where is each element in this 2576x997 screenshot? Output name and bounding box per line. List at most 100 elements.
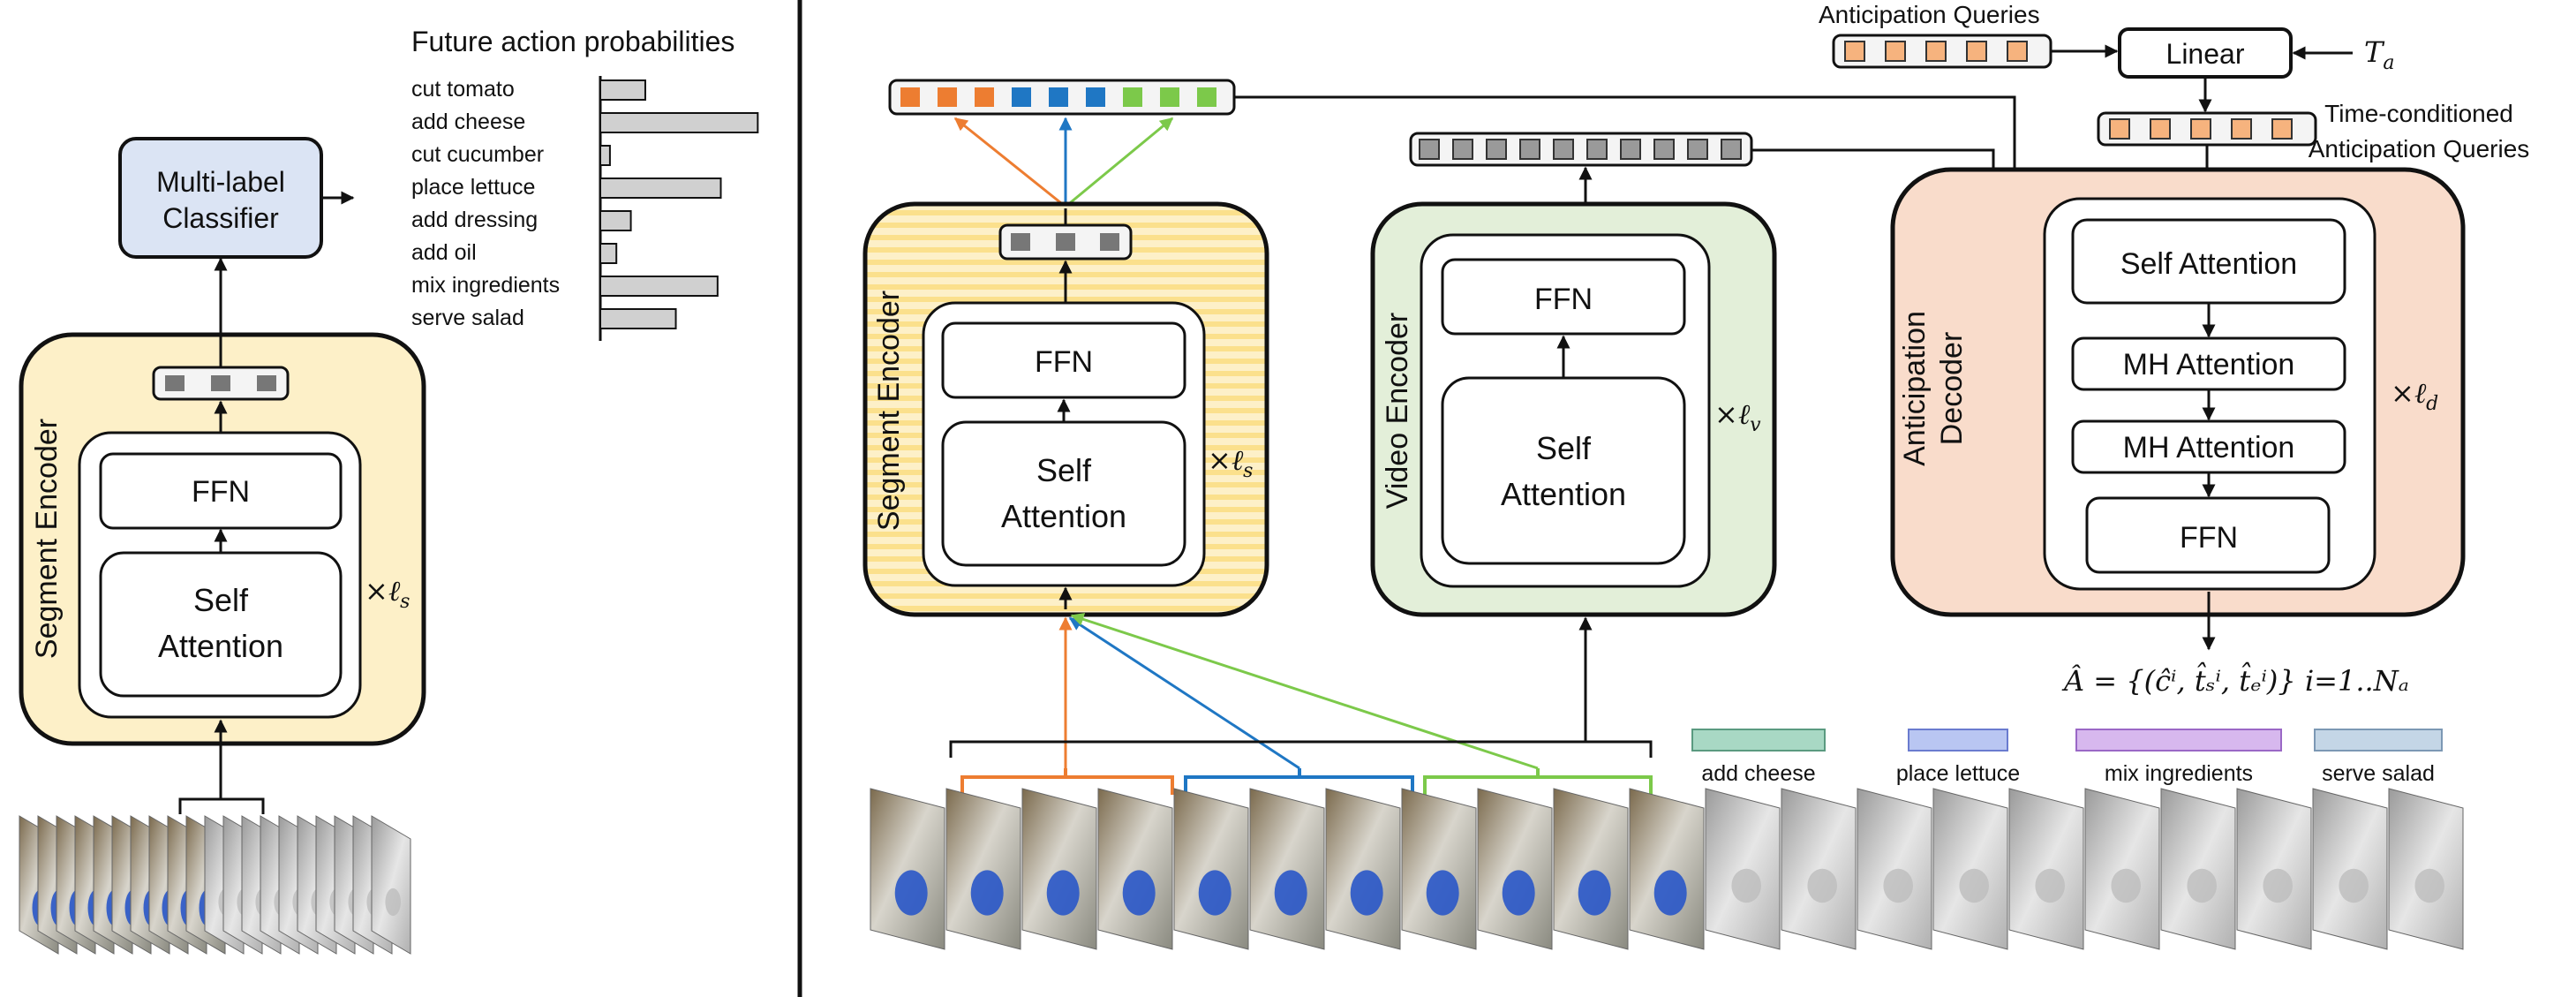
time-conditioned-line2: Anticipation Queries [2309, 135, 2530, 162]
legend-label: mix ingredients [2105, 761, 2253, 786]
video-frame [2084, 788, 2160, 950]
decoder-repeat-label: ×ℓd [2391, 376, 2438, 415]
prob-bar [599, 210, 632, 231]
prob-label: place lettuce [411, 175, 535, 200]
decoder-mh-attention-1-label: MH Attention [2123, 348, 2295, 381]
decoder-title-line1: Anticipation [1898, 311, 1932, 466]
token [1925, 41, 1947, 62]
prob-bar [599, 308, 677, 329]
video-repeat-label: ×ℓv [1714, 397, 1761, 436]
token [1966, 41, 1987, 62]
token [1419, 139, 1440, 160]
decoder-ffn-box [2085, 496, 2331, 574]
token [2271, 118, 2293, 140]
video-frame [2160, 788, 2236, 950]
video-sa-line2: Attention [1501, 476, 1626, 512]
video-ffn-label: FFN [1534, 283, 1593, 316]
prob-bar [599, 145, 611, 166]
future-probs-chart: cut tomato add cheese cut cucumber place le… [411, 76, 759, 341]
output-formula: Â = {(ĉⁱ, t̂ₛⁱ, t̂ₑⁱ)} i=1..Nₐ [2061, 661, 2409, 698]
legend-swatch [2075, 729, 2282, 752]
token [900, 87, 920, 107]
left-repeat-label: ×ℓs [365, 574, 410, 613]
linear-label: Linear [2166, 38, 2245, 70]
token [1553, 139, 1574, 160]
prob-label: mix ingredients [411, 273, 560, 298]
prob-label: add cheese [411, 110, 525, 134]
decoder-ffn-label: FFN [2180, 521, 2238, 555]
left-frame-bracket [178, 797, 265, 814]
prob-bar [599, 177, 722, 199]
video-frame [1629, 788, 1705, 950]
right-panel: Segment Encoder FFN Self Attention ×ℓs V… [862, 1, 2530, 950]
token [2109, 118, 2130, 140]
token [938, 87, 957, 107]
prob-label: cut cucumber [411, 142, 544, 167]
video-frame [1932, 788, 2008, 950]
token [1486, 139, 1507, 160]
video-frame [870, 788, 945, 950]
anticipation-queries-label: Anticipation Queries [1819, 1, 2040, 28]
video-frame [1325, 788, 1401, 950]
token [2190, 118, 2211, 140]
token [2007, 41, 2028, 62]
classifier-label-line2: Classifier [162, 202, 279, 234]
video-frame [1401, 788, 1477, 950]
legend-swatch [1908, 729, 2008, 752]
video-sa-box [1441, 376, 1686, 565]
token [1012, 87, 1031, 107]
video-frame [1857, 788, 1932, 950]
segment-ffn-box [941, 321, 1186, 399]
segment-sa-box [941, 420, 1186, 567]
legend-label: place lettuce [1896, 761, 2020, 786]
prob-bar [599, 79, 646, 101]
decoder-mh-attention-2-label: MH Attention [2123, 431, 2295, 465]
ffn-box [99, 452, 343, 530]
decoder-self-attention-label: Self Attention [2120, 247, 2297, 281]
blue-segment-bracket [1184, 768, 1414, 795]
left-video-frames [19, 815, 411, 955]
video-frame [1249, 788, 1325, 950]
orange-segment-bracket [960, 768, 1174, 795]
prob-label: add dressing [411, 208, 538, 232]
segment-encoder-title: Segment Encoder [30, 419, 64, 659]
segment-repeat-label: ×ℓs [1208, 443, 1253, 482]
token [1452, 139, 1473, 160]
time-conditioned-line1: Time-conditioned [2324, 100, 2513, 127]
ta-label: Ta [2364, 35, 2394, 74]
action-legend: add cheese place lettuce mix ingredients se… [1691, 729, 2443, 786]
video-frame [1553, 788, 1629, 950]
classifier-label-line1: Multi-label [156, 166, 285, 198]
legend-swatch [1691, 729, 1826, 752]
left-panel: Multi-label Classifier Segment Encoder F… [19, 26, 759, 955]
right-video-frames [870, 788, 2464, 950]
segment-sa-line2: Attention [1001, 498, 1126, 534]
segment-encoder-title-right: Segment Encoder [872, 291, 906, 531]
legend-label: serve salad [2322, 761, 2435, 786]
token [975, 87, 994, 107]
multilabel-classifier-box [118, 137, 323, 259]
prob-label: cut tomato [411, 77, 515, 102]
self-attention-line2: Attention [158, 628, 283, 664]
token [2231, 118, 2252, 140]
prob-label: serve salad [411, 306, 524, 330]
token [1653, 139, 1675, 160]
prob-bar [599, 112, 759, 133]
token [1620, 139, 1641, 160]
token [1586, 139, 1608, 160]
token [1885, 41, 1906, 62]
future-probs-title: Future action probabilities [411, 26, 734, 57]
prob-label: add oil [411, 240, 477, 265]
video-frame [2312, 788, 2388, 950]
video-frame [1021, 788, 1097, 950]
legend-label: add cheese [1701, 761, 1815, 786]
self-attention-line1: Self [193, 582, 249, 618]
video-frame [2388, 788, 2464, 950]
video-span-bracket [949, 740, 1653, 758]
video-ffn-box [1441, 258, 1686, 336]
legend-swatch [2314, 729, 2443, 752]
prob-bar [599, 276, 719, 297]
token [1049, 87, 1068, 107]
video-frame [1097, 788, 1173, 950]
